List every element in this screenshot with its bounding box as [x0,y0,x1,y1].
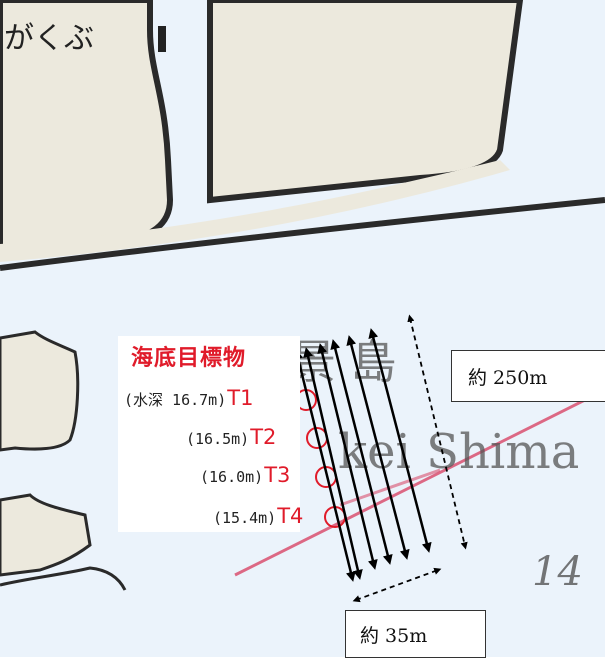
target-t1-label: T1 [227,386,254,410]
target-t3-depth: (16.0m) [200,468,264,486]
length-dimension-arrow [407,314,468,550]
top-fragment-bar [158,26,166,52]
target-t4-label: T4 [277,504,304,528]
depth-number-text: 14 [532,549,583,595]
target-row-t3: (16.0m) T3 [200,463,290,487]
width-callout-text: 約 35m [360,624,428,647]
length-callout-text: 約 250m [468,366,548,389]
top-fragment-text: がくぶ [4,21,94,56]
target-row-t4: (15.4m) T4 [213,504,303,528]
target-t2-depth: (16.5m) [186,430,250,448]
land-bottom-left [0,330,80,452]
target-t2-label: T2 [250,425,277,449]
land-bottom-left-2 [0,493,92,577]
length-callout: 約 250m [451,350,605,402]
target-t4-depth: (15.4m) [213,509,277,527]
width-dimension-arrow [352,567,442,603]
target-t3-label: T3 [264,463,291,487]
legend-title: 海底目標物 [131,346,247,371]
coast-bottom-left [0,566,127,591]
coast-line [0,197,605,271]
target-t1-depth: (水深 16.7m) [124,391,227,409]
land-strip [0,160,510,262]
width-callout: 約 35m [345,610,486,658]
legend-panel [118,336,300,532]
target-row-t2: (16.5m) T2 [186,425,276,449]
target-row-t1: (水深 16.7m) T1 [124,386,253,410]
